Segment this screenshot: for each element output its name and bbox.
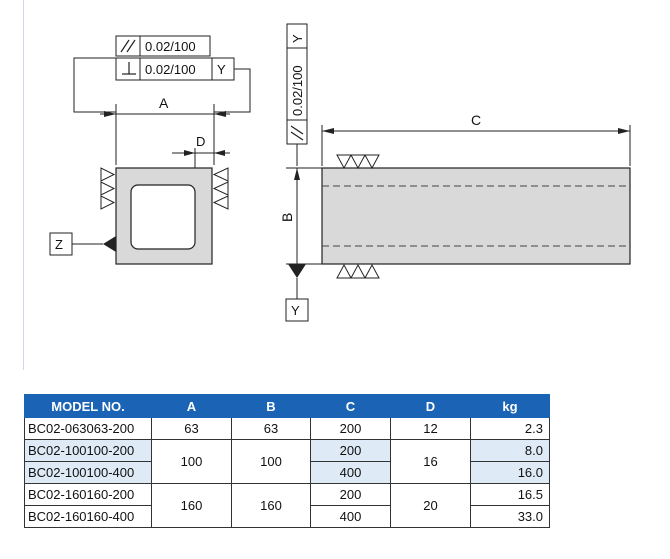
header-c: C xyxy=(310,394,391,418)
support-marks-bottom xyxy=(336,263,380,279)
support-marks-left xyxy=(100,167,116,210)
cell-b: 63 xyxy=(231,417,311,440)
header-kg: kg xyxy=(470,394,550,418)
cell-c: 200 xyxy=(310,483,391,506)
cell-kg: 16.5 xyxy=(470,483,550,506)
table-row: BC02-100100-200 100 100 200 16 8.0 xyxy=(24,439,550,484)
tol-perpendicular-value: 0.02/100 xyxy=(145,62,196,77)
label-b: B xyxy=(279,213,295,222)
datum-z: Z xyxy=(49,232,116,256)
tolerance-frame-top: 0.02/100 0.02/100 Y xyxy=(115,35,235,81)
label-a: A xyxy=(159,95,169,111)
support-marks-right xyxy=(212,167,229,210)
page-margin-rule xyxy=(23,0,24,370)
cell-model: BC02-160160-400 xyxy=(24,505,152,528)
dimension-d: D xyxy=(172,134,230,185)
cell-model: BC02-063063-200 xyxy=(24,417,152,440)
table-row: BC02-160160-400 400 33.0 xyxy=(24,505,550,528)
table-header-row: MODEL NO. A B C D kg xyxy=(24,394,550,418)
cell-c: 400 xyxy=(310,461,391,484)
tol-parallel-value: 0.02/100 xyxy=(145,39,196,54)
header-a: A xyxy=(151,394,232,418)
cell-a: 100 xyxy=(151,439,232,484)
header-model: MODEL NO. xyxy=(24,394,152,418)
datum-triangle-icon xyxy=(103,236,116,252)
technical-drawing: 0.02/100 0.02/100 Y A D xyxy=(49,23,631,322)
datum-triangle-icon xyxy=(288,264,306,278)
cell-d: 12 xyxy=(390,417,471,440)
cell-b: 160 xyxy=(231,483,311,528)
cube-end-face xyxy=(115,167,213,265)
table-row: BC02-160160-200 160 160 200 20 16.5 xyxy=(24,483,550,528)
cell-kg: 16.0 xyxy=(470,461,550,484)
cell-kg: 33.0 xyxy=(470,505,550,528)
perpendicularity-icon xyxy=(122,62,136,75)
dimension-a: A xyxy=(100,95,230,165)
label-c: C xyxy=(471,112,481,128)
parallelism-icon xyxy=(120,39,136,53)
cube-side-view xyxy=(321,167,631,265)
label-d: D xyxy=(196,134,205,149)
cell-c: 200 xyxy=(310,439,391,462)
cell-a: 160 xyxy=(151,483,232,528)
datum-y: Y xyxy=(285,264,309,322)
header-d: D xyxy=(390,394,471,418)
header-b: B xyxy=(231,394,311,418)
label-z: Z xyxy=(55,237,63,252)
cell-d: 20 xyxy=(390,483,471,528)
parallelism-icon xyxy=(290,125,304,141)
dimension-b: B xyxy=(279,167,322,265)
cell-model: BC02-100100-200 xyxy=(24,439,152,462)
cell-c: 200 xyxy=(310,417,391,440)
label-y: Y xyxy=(291,303,300,318)
vertical-tolerance-frame: Y 0.02/100 xyxy=(286,23,308,166)
spec-table: MODEL NO. A B C D kg BC02-063063-200 63 … xyxy=(24,394,550,528)
tol-datum-ref: Y xyxy=(217,62,226,77)
table-row: BC02-063063-200 63 63 200 12 2.3 xyxy=(24,417,550,440)
cell-model: BC02-100100-400 xyxy=(24,461,152,484)
cell-b: 100 xyxy=(231,439,311,484)
table-row: BC02-100100-400 400 16.0 xyxy=(24,461,550,484)
cell-a: 63 xyxy=(151,417,232,440)
cell-d: 16 xyxy=(390,439,471,484)
dimension-c: C xyxy=(321,112,631,166)
support-marks-top xyxy=(336,154,380,170)
tol-side-datum: Y xyxy=(290,34,305,43)
cell-kg: 2.3 xyxy=(470,417,550,440)
cell-c: 400 xyxy=(310,505,391,528)
cell-model: BC02-160160-200 xyxy=(24,483,152,506)
cell-kg: 8.0 xyxy=(470,439,550,462)
tol-side-value: 0.02/100 xyxy=(290,65,305,116)
